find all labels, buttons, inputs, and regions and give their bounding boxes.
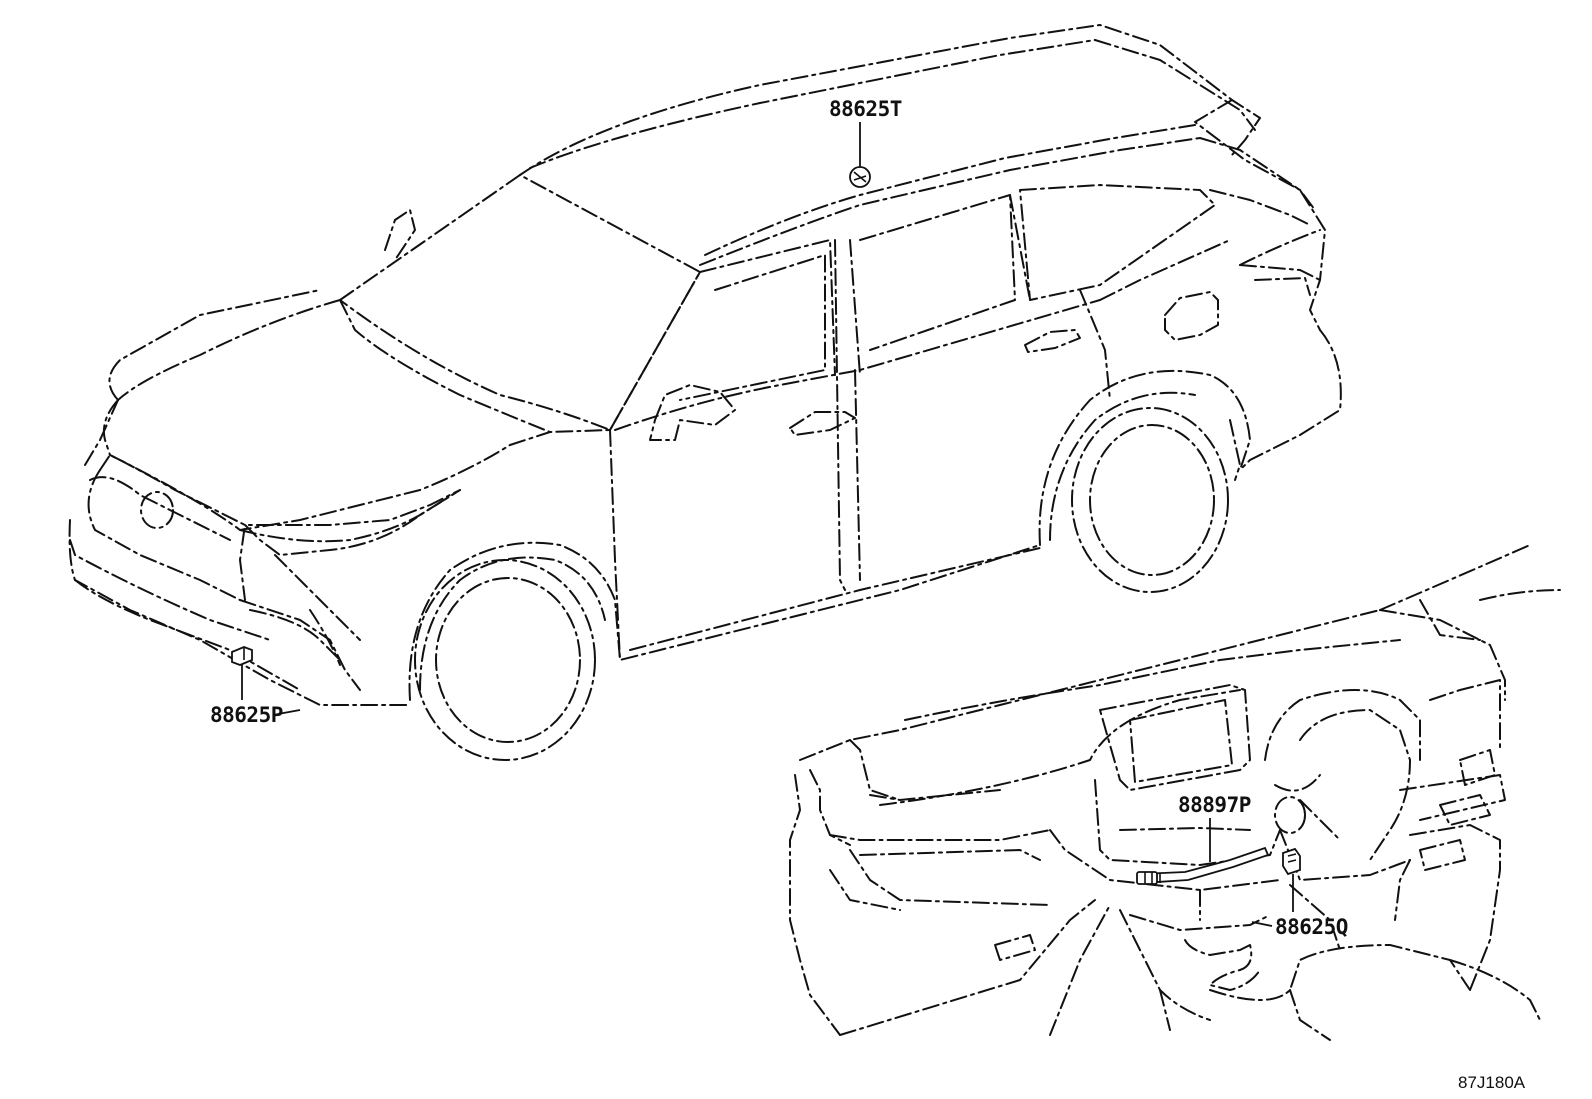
part-88897p-hose [1136,846,1270,885]
callout-88897p: 88897P [1178,793,1251,817]
callout-88625q: 88625Q [1275,915,1348,939]
callout-88625p: 88625P [210,703,283,727]
figure-code: 87J180A [1458,1073,1526,1092]
part-88625q-sensor [1282,847,1301,876]
callout-88625t: 88625T [829,97,902,121]
part-88625p-sensor [231,646,253,666]
leader-88625q-console [1251,921,1273,927]
leader-88625p-bumper [277,709,301,715]
part-88625t-sensor [849,166,871,188]
dashboard-outline [789,544,1561,1041]
vehicle-outline [68,24,1342,761]
